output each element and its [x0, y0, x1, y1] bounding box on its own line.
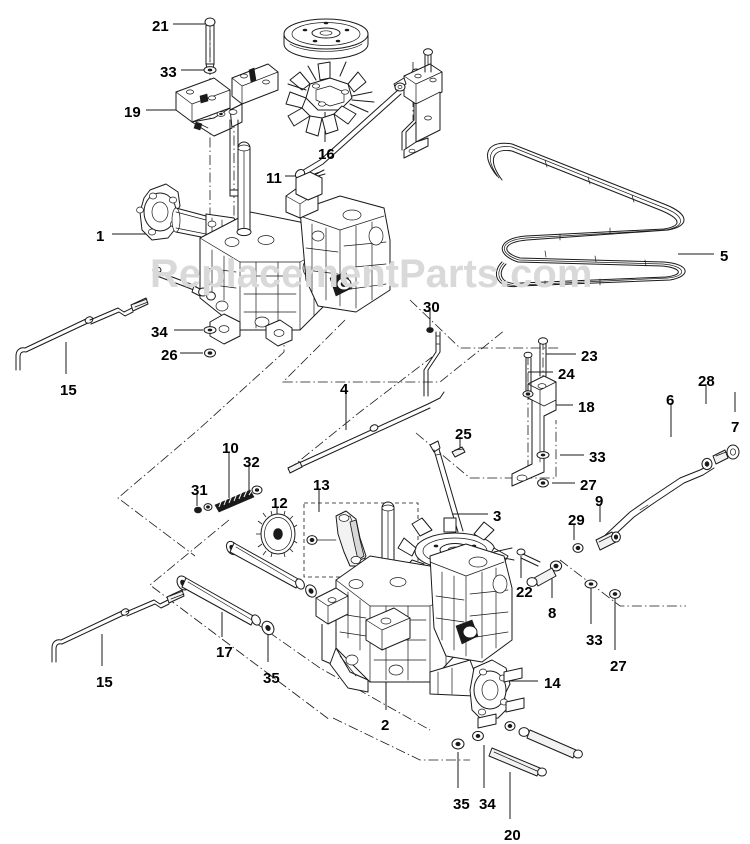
callout-10-extension-spring[interactable]: 10	[222, 440, 239, 457]
callout-1-left-transaxle-axle[interactable]: 1	[96, 228, 105, 245]
callout-13-tension-arm[interactable]: 13	[313, 477, 330, 494]
callout-29-pivot-washer[interactable]: 29	[568, 512, 585, 529]
callout-24-shoulder-bolt[interactable]: 24	[558, 366, 575, 383]
part-17-cross-shafts	[176, 540, 317, 636]
callout-7-ball-joint-end[interactable]: 7	[731, 419, 740, 436]
callout-33-flat-washer[interactable]: 33	[160, 64, 177, 81]
callout-26-lock-nut[interactable]: 26	[161, 347, 178, 364]
callout-28-ball-joint-nut[interactable]: 28	[698, 373, 715, 390]
part-6-right-linkage	[516, 444, 740, 599]
callout-31-cotter-pin-small[interactable]: 31	[191, 482, 208, 499]
callout-4-link-rod-long[interactable]: 4	[340, 381, 349, 398]
part-21-carriage-bolt	[204, 17, 216, 69]
callout-19-mounting-bracket[interactable]: 19	[124, 104, 141, 121]
part-19-mounting-bracket	[175, 63, 279, 197]
callout-32-washer-small[interactable]: 32	[243, 454, 260, 471]
callout-35-bushing-washer[interactable]: 35	[453, 796, 470, 813]
callout-12-idler-gear[interactable]: 12	[271, 495, 288, 512]
callout-20-hex-bolt-long[interactable]: 20	[504, 827, 521, 844]
part-10-spring-assembly	[194, 485, 263, 514]
callout-8-pivot-bolt[interactable]: 8	[548, 605, 557, 622]
upper-link-rod	[294, 89, 402, 179]
part-30-rod	[423, 327, 441, 397]
callout-3-control-lever-rod[interactable]: 3	[493, 508, 502, 525]
part-18-support-bracket	[511, 337, 557, 488]
part-13-tension-arm	[303, 502, 419, 578]
case-bolts-left	[152, 266, 217, 358]
upper-right-bracket	[393, 48, 443, 159]
callout-5-drive-belt[interactable]: 5	[720, 248, 729, 265]
callout-9-spacer-sleeve[interactable]: 9	[595, 493, 604, 510]
part-15a-brake-rod	[15, 297, 149, 371]
callout-21-carriage-bolt-long[interactable]: 21	[152, 18, 169, 35]
callout-16-cooling-fan[interactable]: 16	[318, 146, 335, 163]
part-16-cooling-fan	[285, 61, 375, 137]
part-pulley-top	[283, 18, 369, 60]
callout-14-right-transaxle-axle[interactable]: 14	[544, 675, 561, 692]
callout-33-flat-washer[interactable]: 33	[589, 449, 606, 466]
part-5-drive-belt	[487, 142, 686, 288]
callout-15-brake-rod[interactable]: 15	[60, 382, 77, 399]
callout-33-flat-washer[interactable]: 33	[586, 632, 603, 649]
callout-22-hex-bolt-short[interactable]: 22	[516, 584, 533, 601]
callout-30-control-rod-upper[interactable]: 30	[423, 299, 440, 316]
callout-25-roll-pin[interactable]: 25	[455, 426, 472, 443]
part-4-link-rod	[287, 391, 445, 474]
callout-17-cross-shaft[interactable]: 17	[216, 644, 233, 661]
part-33a-washer	[203, 66, 217, 74]
callout-11-cotter-pin[interactable]: 11	[266, 170, 282, 187]
callout-35-bushing-washer[interactable]: 35	[263, 670, 280, 687]
part-2-right-transaxle	[315, 501, 525, 729]
callout-34-flat-washer[interactable]: 34	[479, 796, 496, 813]
part-12-idler-gear	[256, 510, 298, 558]
part-1-left-transaxle	[136, 141, 391, 347]
callout-2-right-transaxle-unit[interactable]: 2	[381, 717, 390, 734]
callout-23-hex-bolt[interactable]: 23	[581, 348, 598, 365]
callout-34-flat-washer[interactable]: 34	[151, 324, 168, 341]
part-25-roll-pin	[451, 446, 466, 458]
callout-6-control-rod-right[interactable]: 6	[666, 392, 675, 409]
callout-18-support-bracket[interactable]: 18	[578, 399, 595, 416]
part-15b-brake-rod	[51, 589, 185, 663]
callout-27-lock-nut[interactable]: 27	[610, 658, 627, 675]
callout-15-brake-rod[interactable]: 15	[96, 674, 113, 691]
bottom-fasteners	[451, 721, 583, 777]
callout-27-lock-nut[interactable]: 27	[580, 477, 597, 494]
